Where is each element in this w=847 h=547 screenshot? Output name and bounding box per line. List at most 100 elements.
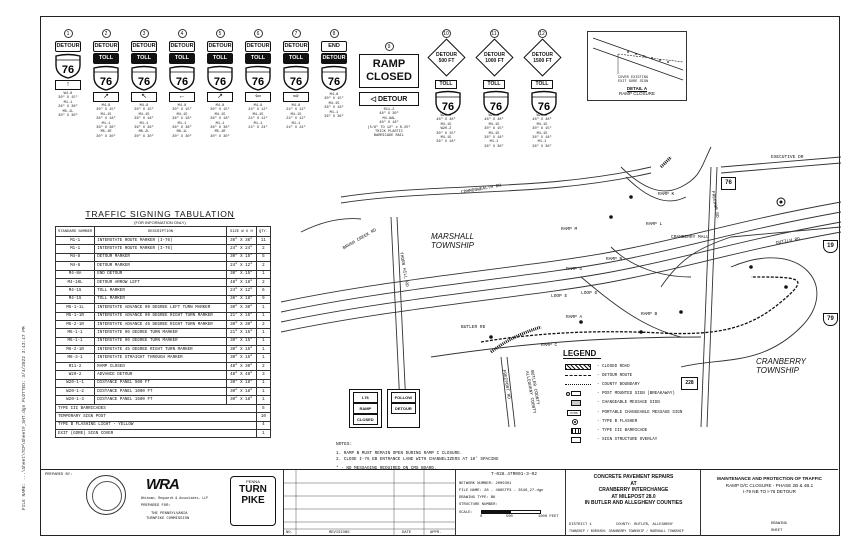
cad-file-name: FILE NAME: 28 - 4685TP3 - 3546_27.dgn — [459, 489, 544, 493]
legend-label: - CHANGEABLE MESSAGE SIGN — [597, 401, 660, 406]
table-cell: 36" X 18" — [225, 294, 257, 305]
diamond-text: DETOUR 1000 FT — [483, 51, 505, 64]
turnpike-logo: PENNA TURN PIKE — [230, 476, 276, 526]
project-line4: AT MILEPOST 28.0 — [611, 493, 656, 500]
legend-label: - TYPE III BARRICADE — [597, 428, 648, 433]
table-cell: M4-15 — [54, 294, 96, 305]
arrow-icon: ↖ — [131, 92, 157, 102]
sign-spec: W20-2 48" X 48" M4-15 30" X 15" M4-15 36… — [484, 114, 504, 149]
project-line3: CRANBERRY INTERCHANGE — [598, 487, 669, 493]
svg-text:76: 76 — [62, 64, 74, 76]
interstate-shield-icon: 76 — [435, 90, 461, 116]
legend-item: - TYPE B FLASHER — [563, 417, 733, 426]
interstate-shield-icon: 76 — [531, 90, 557, 116]
interstate-shield-icon: 76 — [93, 65, 119, 91]
table-cell: 30" X 15" — [225, 269, 257, 279]
toll-panel: TOLL — [483, 80, 505, 89]
sign-panel-top: DETOUR — [283, 41, 309, 52]
table-cell: INTERSTATE ADVANCE 90 DEGREE RIGHT TURN … — [94, 311, 227, 321]
sign-number: 6 — [253, 29, 263, 38]
table-cell: M6-2-1R — [54, 345, 96, 355]
table-cell: DETOUR MARKER — [94, 261, 227, 271]
detour-arrow-panel: ◁ DETOUR — [359, 92, 419, 106]
ramp-closed-panel: RAMP CLOSED — [359, 54, 419, 88]
table-cell: M4-10L — [54, 277, 96, 288]
interstate-shield-icon: 76 — [321, 65, 347, 91]
sign-panel-top: DETOUR — [169, 41, 195, 52]
table-cell: 24" X 24" — [225, 244, 257, 254]
route-shield-76: 76 — [721, 177, 736, 190]
table-cell: END DETOUR — [94, 269, 227, 279]
table-cell: W20-1-2 — [54, 387, 96, 397]
title-block: PREPARED BY: WRA Whitman, Requardt & Ass… — [41, 469, 838, 536]
table-cell: 21" X 15" — [225, 311, 257, 321]
table-cell: M5-1-1R — [54, 311, 96, 321]
legend-title: LEGEND — [563, 349, 601, 359]
table-cell: TOLL MARKER — [94, 294, 227, 305]
sidebar-file-info: FILE NAME: ...\Sheet\TCP\Sheet#_SHT.dgn … — [8, 40, 30, 510]
sign-spec: M4-8 24" X 12" M4-15 24" X 12" M1-1 24" … — [286, 104, 306, 131]
legend-label: - PORTABLE CHANGEABLE MESSAGE SIGN — [597, 410, 683, 415]
map-label-butler-rd: BUTLER RD — [461, 325, 486, 330]
table-cell: 2 — [255, 244, 272, 254]
interstate-shield-icon: 76 — [131, 65, 157, 91]
sign-number: 8 — [329, 29, 339, 38]
client-line2: TURNPIKE COMMISSION — [146, 517, 190, 521]
legend-symbol-icon — [563, 418, 593, 426]
svg-text:76: 76 — [538, 101, 550, 113]
map-label-ramp-l: RAMP L — [646, 222, 663, 227]
sign-panel-second: TOLL — [169, 53, 195, 64]
table-cell: DISTANCE PANEL 1500 FT — [94, 395, 227, 405]
sign-number: 9 — [384, 42, 394, 51]
cranberry-township-text: CRANBERRY TOWNSHIP — [756, 357, 806, 375]
map-label-cranberry: CRANBERRY TOWNSHIP — [756, 357, 806, 375]
turnpike-penna: PENNA — [246, 479, 260, 484]
legend-item: - CLOSED ROAD — [563, 362, 733, 371]
interstate-shield-icon: 76 — [483, 90, 509, 116]
sign-panel-second: TOLL — [93, 53, 119, 64]
legend-label: - SIGN STRUCTURE OVERLAY — [597, 438, 658, 443]
legend: LEGEND - CLOSED ROAD- DETOUR ROUTE- COUN… — [563, 349, 733, 445]
col-qty: QTY. — [255, 226, 272, 237]
table-cell: 30" X 15" — [225, 336, 257, 347]
detail-a-subtitle: RAMP CLOSURE — [619, 91, 655, 96]
sign-panel-second: TOLL — [207, 53, 233, 64]
ramp-closed-line1: RAMP — [372, 58, 406, 70]
scale-0: 0 — [480, 515, 483, 519]
table-cell: INTERSTATE ADVANCE 90 DEGREE LEFT TURN M… — [94, 303, 227, 313]
sign-spec: W4-8 30" X 15" M1-1 36" X 36" M5-1L 30" … — [58, 92, 78, 119]
table-cell: INTERSTATE ROUTE MARKER (I-76) — [94, 244, 227, 254]
legend-symbol-icon — [563, 390, 593, 398]
table-cell: M4-8A — [54, 269, 96, 279]
signing-tabulation-table: STANDARD NUMBER DESCRIPTION SIZE W X H Q… — [54, 226, 272, 439]
table-cell: M6-1-1 — [54, 336, 96, 347]
sign-panel-second: TOLL — [245, 53, 271, 64]
engineer-seal-icon — [86, 475, 126, 515]
legend-label: - TYPE B FLASHER — [597, 419, 638, 424]
firm-logo: WRA — [146, 476, 180, 493]
legend-symbol-icon — [563, 427, 593, 435]
diamond-warning-sign: DETOUR 1000 FT — [474, 38, 514, 77]
detour-label: DETOUR — [377, 96, 408, 103]
map-label-marshall: MARSHALL TOWNSHIP — [431, 232, 474, 250]
scale-label: SCALE: — [459, 511, 473, 515]
sign-panel-top: DETOUR — [93, 41, 119, 52]
sign-panel-top: DETOUR — [55, 41, 81, 52]
project-title: CONCRETE PAVEMENT REPAIRS AT CRANBERRY I… — [566, 474, 701, 507]
table-cell: 48" X 18" — [225, 277, 257, 288]
